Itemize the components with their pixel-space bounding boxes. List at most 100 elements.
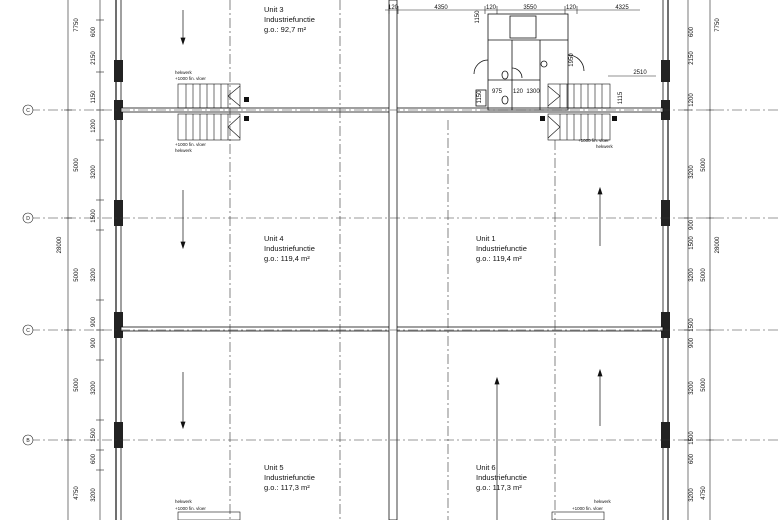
grid-label: D bbox=[26, 216, 30, 222]
dim-label: 975 bbox=[492, 89, 503, 95]
dim-label: 1500 bbox=[91, 209, 97, 223]
stairs-group bbox=[177, 83, 611, 520]
span-arrows bbox=[180, 10, 603, 520]
stair-label: hekwerk bbox=[175, 499, 193, 504]
dim-label: 3200 bbox=[689, 268, 695, 282]
unit-function: Industriefunctie bbox=[264, 473, 315, 482]
dim-label: 120 bbox=[388, 5, 399, 11]
grid-marker-2: D bbox=[22, 212, 34, 224]
outer-dimension-lines bbox=[64, 0, 714, 520]
dim-label: 3200 bbox=[91, 165, 97, 179]
dim-label: 5000 bbox=[74, 378, 80, 392]
dim-label: 3200 bbox=[91, 268, 97, 282]
dim-label: 1150 bbox=[475, 10, 481, 24]
grid-label: C bbox=[26, 108, 30, 114]
stair-annotations: hekwerk +1000 fin. vloer +1000 fin. vloe… bbox=[175, 70, 614, 511]
dim-label: 1950 bbox=[569, 53, 575, 67]
dim-label: 1300 bbox=[526, 89, 540, 95]
unit-function: Industriefunctie bbox=[264, 15, 315, 24]
dim-label: 900 bbox=[91, 337, 97, 348]
dim-label: 2150 bbox=[689, 51, 695, 65]
unit-label-5: Unit 5 Industriefunctie g.o.: 117,3 m² bbox=[264, 463, 315, 492]
stair-label: hekwerk bbox=[596, 144, 614, 149]
dim-label: 5000 bbox=[701, 378, 707, 392]
unit-area: g.o.: 117,3 m² bbox=[264, 483, 310, 492]
unit-name: Unit 5 bbox=[264, 463, 284, 472]
dim-label: 1200 bbox=[91, 119, 97, 133]
unit-label-3: Unit 3 Industriefunctie g.o.: 92,7 m² bbox=[264, 5, 315, 34]
dim-label: 2510 bbox=[633, 70, 647, 76]
grid-marker-1: C bbox=[22, 104, 34, 116]
dim-label: 3200 bbox=[689, 165, 695, 179]
dim-label: 1115 bbox=[618, 91, 624, 104]
dim-label: 1500 bbox=[91, 428, 97, 442]
grid-marker-4: B bbox=[22, 434, 34, 446]
stair-label: hekwerk bbox=[594, 499, 612, 504]
unit-function: Industriefunctie bbox=[476, 244, 527, 253]
dim-label: 120 bbox=[513, 89, 524, 95]
dim-label: 1200 bbox=[689, 93, 695, 107]
dim-label: 1150 bbox=[91, 90, 97, 104]
grid-markers: C D C B bbox=[22, 104, 34, 446]
dim-label: 4750 bbox=[701, 486, 707, 500]
unit-area: g.o.: 119,4 m² bbox=[476, 254, 522, 263]
dim-label: 900 bbox=[689, 219, 695, 230]
dim-label: 120 bbox=[566, 5, 577, 11]
stair-upper-right bbox=[547, 83, 611, 109]
dim-label: 600 bbox=[689, 453, 695, 464]
dim-label: 120 bbox=[486, 5, 497, 11]
stair-bottom-left bbox=[177, 511, 241, 520]
dim-label: 1500 bbox=[689, 431, 695, 445]
dim-label: 600 bbox=[91, 453, 97, 464]
stair-bottom-right bbox=[551, 511, 605, 520]
unit-function: Industriefunctie bbox=[476, 473, 527, 482]
sanitary-core bbox=[473, 13, 585, 111]
dim-label: 600 bbox=[91, 26, 97, 37]
stair-label: +1000 fin. vloer bbox=[175, 142, 206, 147]
dim-label: 4750 bbox=[74, 486, 80, 500]
unit-area: g.o.: 119,4 m² bbox=[264, 254, 310, 263]
stair-label: +1000 fin. vloer bbox=[175, 76, 206, 81]
dim-label: 4325 bbox=[615, 5, 629, 11]
dim-label: 2150 bbox=[91, 51, 97, 65]
dim-label: 28000 bbox=[715, 236, 721, 253]
unit-name: Unit 1 bbox=[476, 234, 496, 243]
stair-label: hekwerk bbox=[175, 70, 193, 75]
left-dimension-labels: 7750 5000 28000 5000 5000 4750 600 2150 … bbox=[57, 18, 97, 502]
dim-label: 900 bbox=[91, 316, 97, 327]
right-dimension-labels: 7750 5000 28000 5000 5000 4750 600 2150 … bbox=[689, 18, 721, 502]
dim-label: 600 bbox=[689, 26, 695, 37]
dim-label: 1500 bbox=[689, 236, 695, 250]
dim-label: 3200 bbox=[91, 381, 97, 395]
dim-label: 28000 bbox=[57, 236, 63, 253]
grid-marker-3: C bbox=[22, 324, 34, 336]
unit-label-4: Unit 4 Industriefunctie g.o.: 119,4 m² bbox=[264, 234, 315, 263]
dim-label: 1500 bbox=[689, 318, 695, 332]
grid-label: C bbox=[26, 328, 30, 334]
dim-label: 5000 bbox=[701, 158, 707, 172]
stair-label: +1000 fin. vloer bbox=[572, 506, 603, 511]
dim-label: 5000 bbox=[74, 268, 80, 282]
unit-label-6: Unit 6 Industriefunctie g.o.: 117,3 m² bbox=[476, 463, 527, 492]
unit-label-1: Unit 1 Industriefunctie g.o.: 119,4 m² bbox=[476, 234, 527, 263]
unit-area: g.o.: 117,3 m² bbox=[476, 483, 522, 492]
dim-label: 3200 bbox=[91, 488, 97, 502]
dim-label: 3200 bbox=[689, 488, 695, 502]
dim-label: 3200 bbox=[689, 381, 695, 395]
dim-label: 900 bbox=[689, 337, 695, 348]
dim-label: 7750 bbox=[715, 18, 721, 32]
grid-label: B bbox=[26, 438, 30, 444]
unit-name: Unit 4 bbox=[264, 234, 284, 243]
dim-label: 3550 bbox=[523, 5, 537, 11]
stair-lower-right bbox=[547, 113, 611, 141]
stair-label: +1000 fin. vloer bbox=[578, 138, 609, 143]
dim-label: 1150 bbox=[477, 90, 483, 104]
dim-label: 5000 bbox=[701, 268, 707, 282]
stair-lower-left bbox=[177, 113, 241, 141]
stair-label: hekwerk bbox=[175, 148, 193, 153]
unit-name: Unit 6 bbox=[476, 463, 496, 472]
dim-label: 5000 bbox=[74, 158, 80, 172]
unit-area: g.o.: 92,7 m² bbox=[264, 25, 307, 34]
stair-upper-left bbox=[177, 83, 241, 109]
